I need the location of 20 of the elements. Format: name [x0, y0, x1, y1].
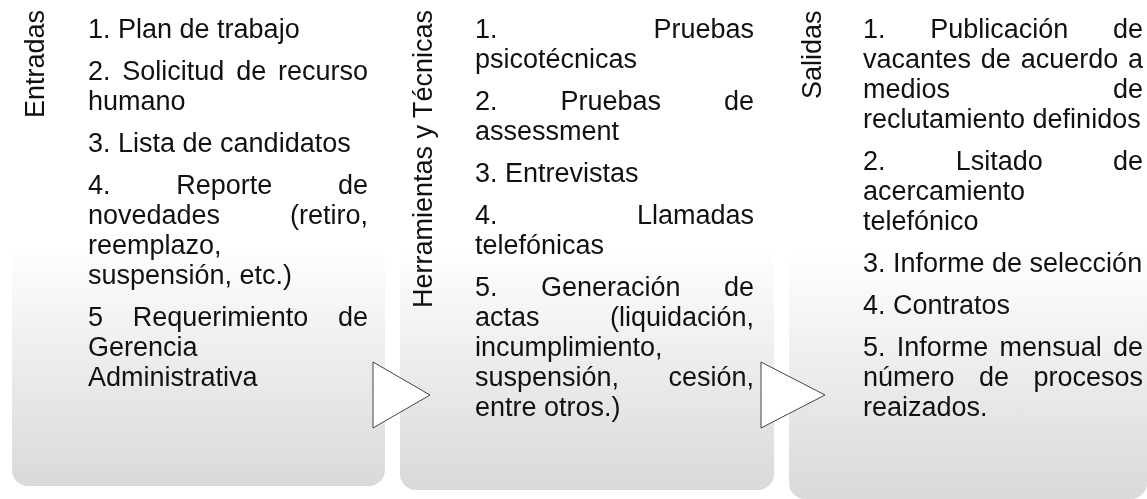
list-item: 3. Entrevistas	[475, 158, 640, 188]
list-item: 3. Informe de selección	[863, 248, 1143, 278]
vertical-heading: Salidas	[798, 10, 826, 99]
list-item: 5. Generación de actas (liquidación, incumplimiento, suspensión, cesión, entre otros.)	[475, 272, 754, 422]
list-item: 5. Informe mensual de número de procesos reaizados.	[863, 332, 1143, 422]
chevron-arrow	[372, 361, 431, 429]
vertical-heading: Herramientas y Técnicas	[409, 9, 437, 308]
list-item: 1. Pruebas psicotécnicas	[475, 14, 754, 74]
list-item: 2. Pruebas de assessment	[475, 86, 754, 146]
list-item: 2. Solicitud de recurso humano	[88, 56, 368, 116]
list-item: 1. Publicación de vacantes de acuerdo a medios de reclutamiento definidos	[863, 14, 1143, 134]
list-item: 2. Lsitado de acercamiento telefónico	[863, 146, 1143, 236]
list-item: 4. Reporte de novedades (retiro, reemplazo, suspensión, etc.)	[88, 170, 368, 290]
list-item: 1. Plan de trabajo	[88, 14, 301, 44]
list-item: 4. Llamadas telefónicas	[475, 200, 754, 260]
list-item: 3. Lista de candidatos	[88, 128, 352, 158]
list-item: 5 Requerimiento de Gerencia Administrativa	[88, 302, 368, 392]
vertical-heading: Entradas	[21, 9, 49, 118]
list-item: 4. Contratos	[863, 290, 1012, 320]
chevron-arrow	[760, 361, 826, 429]
